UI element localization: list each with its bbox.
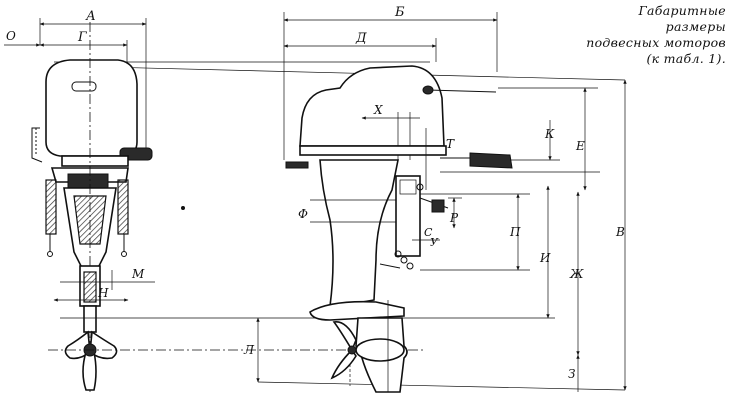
side-propeller-hub xyxy=(347,345,357,355)
label-m: М xyxy=(131,267,145,281)
anti-ventilation-plate xyxy=(309,300,405,321)
starter-knob xyxy=(422,85,434,95)
label-o: О xyxy=(6,29,16,43)
label-a: А xyxy=(85,9,96,24)
label-zh: Ж xyxy=(569,267,584,281)
caption-line-3: подвесных моторов xyxy=(586,35,726,50)
label-d: Д xyxy=(355,31,367,46)
label-f: Ф xyxy=(298,207,308,221)
label-i: И xyxy=(539,251,551,265)
caption-line-4: (к табл. 1). xyxy=(646,51,726,66)
front-side-pipe xyxy=(31,127,43,163)
caption-line-2: размеры xyxy=(665,19,726,34)
label-e: Е xyxy=(575,139,585,153)
label-t: Т xyxy=(446,137,455,151)
label-p: П xyxy=(509,225,521,239)
caption-line-1: Габаритные xyxy=(638,3,726,18)
side-view: Б Д Х Т К Е xyxy=(243,5,627,393)
label-s: С xyxy=(424,226,433,239)
label-l: Л xyxy=(243,343,255,357)
side-leg xyxy=(319,159,399,307)
label-z: З xyxy=(568,367,575,381)
tiller-handle xyxy=(469,152,513,169)
label-u: У xyxy=(430,236,439,249)
figure-caption: Габаритные размеры подвесных моторов (к … xyxy=(556,3,726,67)
label-k: К xyxy=(544,127,555,141)
label-n: Н xyxy=(97,286,109,300)
front-cowling-slot xyxy=(71,81,97,92)
label-x: Х xyxy=(373,103,383,117)
label-r: Р xyxy=(449,211,459,225)
side-cowling xyxy=(299,65,445,147)
clamp-screw xyxy=(431,199,445,213)
label-v: В xyxy=(615,225,625,239)
transom-clamp xyxy=(395,175,421,257)
label-g: Г xyxy=(77,30,87,45)
front-cowling xyxy=(45,59,138,157)
label-b: Б xyxy=(394,5,405,20)
front-view: А О Г xyxy=(4,9,626,392)
